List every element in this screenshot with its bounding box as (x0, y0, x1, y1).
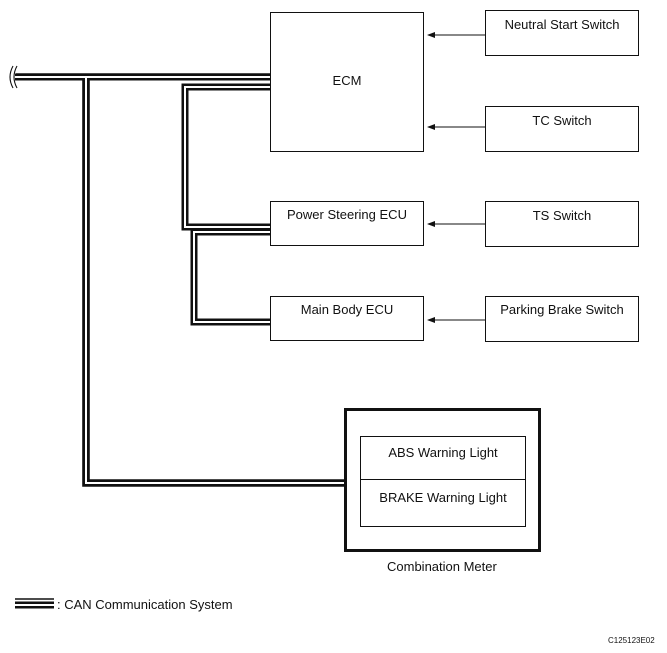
ecm-box: ECM (270, 12, 424, 152)
power-steering-ecu-label: Power Steering ECU (287, 207, 407, 222)
warning-lights-panel: ABS Warning Light BRAKE Warning Light (360, 436, 526, 527)
bus-break-mark (9, 65, 18, 89)
tc-switch-label: TC Switch (532, 113, 592, 128)
neutral-start-switch-label: Neutral Start Switch (504, 17, 620, 32)
ecm-label: ECM (332, 73, 362, 88)
neutral-start-switch-box: Neutral Start Switch (485, 10, 639, 56)
legend-can-line-sample (15, 598, 54, 609)
brake-warning-light-label: BRAKE Warning Light (379, 490, 507, 505)
can-bus-ecm-to-ps-ecu (181, 83, 270, 231)
combination-meter-caption: Combination Meter (387, 559, 497, 574)
main-body-ecu-box: Main Body ECU (270, 296, 424, 341)
tc-switch-box: TC Switch (485, 106, 639, 152)
can-bus-lines (15, 73, 344, 487)
main-body-ecu-label: Main Body ECU (300, 302, 394, 317)
can-bus-ps-to-body-ecu (190, 228, 270, 326)
figure-code: C125123E02 (608, 636, 655, 645)
parking-brake-switch-box: Parking Brake Switch (485, 296, 639, 342)
ts-switch-label: TS Switch (532, 208, 592, 223)
ts-switch-box: TS Switch (485, 201, 639, 247)
legend-can-label: : CAN Communication System (57, 597, 233, 612)
signal-arrows (427, 32, 485, 323)
abs-warning-light-label: ABS Warning Light (388, 445, 498, 460)
power-steering-ecu-box: Power Steering ECU (270, 201, 424, 246)
parking-brake-switch-label: Parking Brake Switch (500, 302, 624, 317)
combination-meter-box: ABS Warning Light BRAKE Warning Light (344, 408, 541, 552)
abs-warning-light-row: ABS Warning Light (361, 437, 525, 480)
